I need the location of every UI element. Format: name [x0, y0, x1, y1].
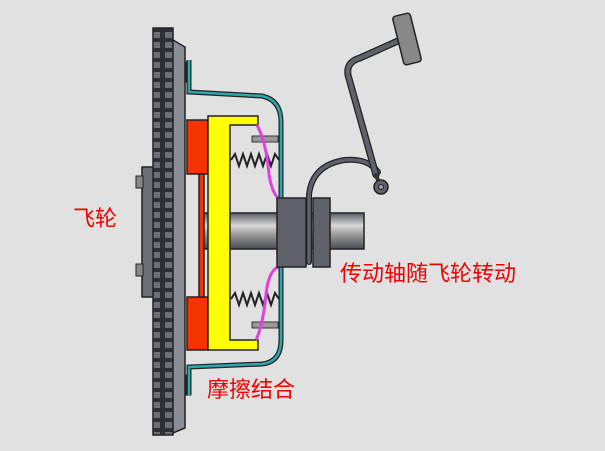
friction-disc [186, 119, 209, 351]
release-bearing [276, 197, 331, 268]
flywheel-label: 飞轮 [73, 207, 118, 232]
pin [251, 135, 279, 143]
pin [251, 321, 279, 329]
shaft-rotates-label: 传动轴随飞轮转动 [340, 262, 517, 287]
pressure-plate [207, 115, 259, 351]
spring [230, 150, 280, 170]
release-lever [254, 265, 279, 341]
release-lever [255, 124, 280, 200]
friction-engage-label: 摩擦结合 [207, 378, 296, 403]
flywheel [135, 27, 192, 436]
spring [230, 289, 280, 309]
clutch-pedal [306, 12, 422, 265]
